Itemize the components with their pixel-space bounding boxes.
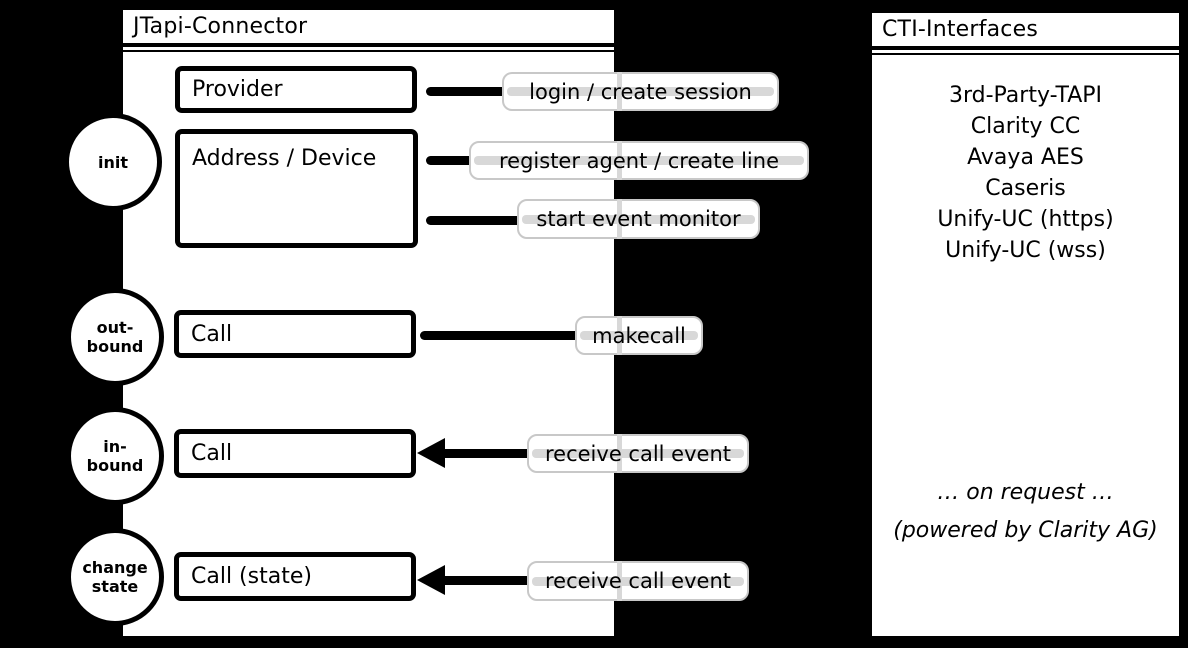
call-inbound-box-label: Call — [191, 441, 233, 466]
powered-by-note: (powered by Clarity AG) — [893, 518, 1158, 543]
arrow-left-icon — [417, 438, 445, 468]
connector-label-receive-state: receive call event — [527, 561, 749, 601]
stage-circle-outbound: out- bound — [66, 288, 164, 386]
address-device-box-label: Address / Device — [192, 146, 377, 171]
call-outbound-box: Call — [174, 310, 416, 358]
cti-interface-list: 3rd-Party-TAPI Clarity CC Avaya AES Case… — [867, 80, 1184, 266]
cti-interfaces-panel: CTI-Interfaces — [867, 8, 1184, 641]
address-device-box: Address / Device — [175, 129, 418, 248]
stage-circle-init: init — [64, 113, 162, 211]
interface-item: Avaya AES — [967, 145, 1084, 170]
interface-item: 3rd-Party-TAPI — [948, 83, 1103, 108]
cti-interfaces-header: CTI-Interfaces — [872, 13, 1179, 55]
connector-label-makecall: makecall — [575, 316, 703, 355]
call-state-box-label: Call (state) — [191, 564, 312, 589]
connector-label-register: register agent / create line — [469, 141, 809, 180]
provider-box: Provider — [175, 66, 417, 113]
panel-edge-tint — [617, 199, 622, 239]
connector-label-receive-inbound: receive call event — [527, 434, 749, 473]
panel-edge-tint — [617, 316, 622, 355]
interface-item: Unify-UC (wss) — [945, 238, 1106, 263]
stage-inbound-label: in- — [103, 437, 127, 456]
jtapi-connector-title: JTapi-Connector — [133, 14, 308, 39]
cti-interfaces-title: CTI-Interfaces — [882, 17, 1038, 42]
on-request-note: … on request … — [937, 480, 1114, 505]
panel-edge-tint — [617, 561, 622, 601]
call-inbound-box: Call — [174, 429, 416, 478]
connector-label-login: login / create session — [502, 72, 779, 111]
connector-label-monitor: start event monitor — [517, 199, 760, 239]
provider-box-label: Provider — [192, 77, 283, 102]
stage-outbound-label: out- — [96, 318, 134, 337]
stage-change-state-label: change — [82, 558, 148, 577]
jtapi-connector-header: JTapi-Connector — [123, 10, 614, 52]
stage-circle-inbound: in- bound — [66, 407, 164, 505]
call-state-box: Call (state) — [174, 552, 416, 601]
call-outbound-box-label: Call — [191, 321, 233, 347]
connector-line-makecall — [420, 331, 702, 340]
stage-init-label: init — [97, 152, 128, 172]
panel-edge-tint — [617, 434, 622, 473]
stage-circle-change-state: change state — [66, 528, 164, 626]
panel-edge-tint — [617, 141, 622, 180]
interface-item: Unify-UC (https) — [937, 207, 1114, 232]
panel-edge-tint — [617, 72, 622, 111]
interface-item: Clarity CC — [970, 114, 1081, 139]
interface-item: Caseris — [985, 176, 1066, 201]
arrow-left-icon — [417, 565, 445, 595]
